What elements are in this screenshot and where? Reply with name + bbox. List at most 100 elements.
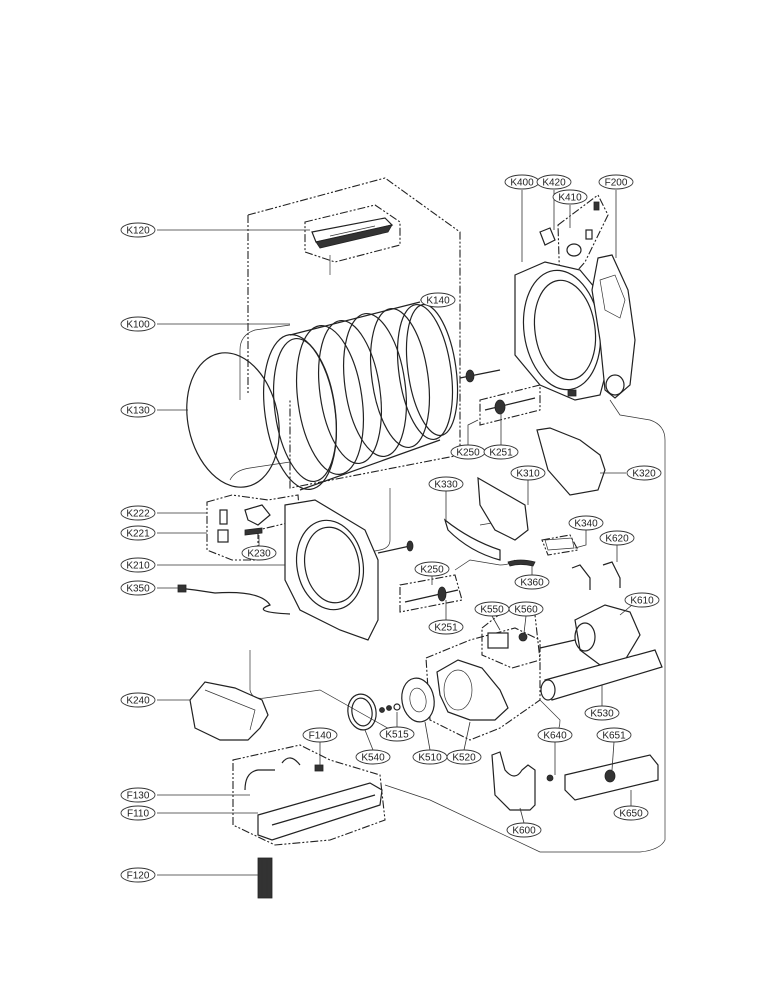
rear-shaft-boundary [479, 384, 541, 426]
callout-oval [506, 822, 542, 838]
callout-k250: K250 [414, 561, 450, 585]
lint-filter-part [477, 476, 529, 541]
callout-label: K550 [480, 605, 504, 616]
blower-washer [386, 705, 392, 711]
callout-label: K240 [126, 696, 150, 707]
exhaust-duct-part [540, 649, 663, 701]
callout-label: K251 [489, 448, 513, 459]
callout-oval [626, 465, 662, 481]
callout-label: K510 [418, 753, 442, 764]
callout-oval [536, 174, 572, 190]
roller-bracket-part [311, 217, 394, 275]
callout-label: K120 [126, 226, 150, 237]
k240-detail [204, 689, 256, 731]
motor-part [539, 604, 641, 666]
callout-k130: K130 [120, 402, 188, 418]
callout-k310: K310 [510, 465, 546, 505]
callout-oval [446, 749, 482, 765]
leader-line [424, 721, 431, 751]
callout-oval [596, 727, 632, 743]
wire-harness-part [177, 587, 291, 615]
callout-oval [552, 189, 588, 205]
lower-shaft-boundary [399, 574, 463, 613]
callout-oval [624, 592, 660, 608]
lamp-parts [217, 504, 271, 543]
callout-k515: K515 [379, 712, 415, 742]
motor-clip-part [571, 561, 621, 590]
blower-nut-part [379, 707, 385, 713]
blower-housing-part [436, 659, 509, 721]
callout-oval [568, 515, 604, 531]
leader-line [519, 807, 525, 824]
callout-oval [420, 292, 456, 308]
callout-label: K221 [126, 529, 150, 540]
routing-line [454, 559, 516, 571]
heater-boundary [232, 744, 386, 846]
callout-label: K560 [514, 605, 538, 616]
callout-f110: F110 [120, 805, 258, 821]
callout-label: K420 [542, 178, 566, 189]
callout-label: F200 [605, 178, 628, 189]
drum-seal-ring [186, 352, 280, 488]
callout-k230: K230 [241, 535, 277, 561]
routing-line [329, 488, 391, 561]
callout-k651: K651 [596, 727, 632, 771]
callout-k221: K221 [120, 525, 207, 541]
bearing-clip-part [539, 227, 556, 246]
routing-line [239, 324, 291, 400]
lamp-boundary [206, 494, 301, 561]
callout-label: K230 [247, 549, 271, 560]
callout-oval [120, 805, 156, 821]
blower-washer-2 [393, 703, 401, 711]
blower-seal-inner [351, 697, 373, 727]
callout-oval [428, 476, 464, 492]
callout-label: K610 [630, 596, 654, 607]
callout-oval [355, 749, 391, 765]
callout-label: K251 [434, 623, 458, 634]
callout-k510: K510 [412, 721, 448, 765]
callout-k100: K100 [120, 316, 290, 332]
callout-k410: K410 [552, 189, 588, 228]
callout-oval [120, 505, 156, 521]
callout-k610: K610 [619, 592, 660, 616]
callout-label: K360 [520, 578, 544, 589]
callout-k120: K120 [120, 222, 310, 238]
routing-line [384, 399, 666, 853]
front-duct-part [591, 254, 636, 399]
callout-label: K400 [510, 178, 534, 189]
callout-k251: K251 [428, 600, 464, 635]
callout-label: K350 [126, 584, 150, 595]
callout-oval [120, 867, 156, 883]
callout-label: K320 [632, 469, 656, 480]
callout-label: K530 [590, 709, 614, 720]
callout-k560: K560 [508, 601, 544, 634]
filter-gasket-part [544, 537, 575, 551]
front-bulkhead-part [284, 499, 414, 641]
callout-label: K130 [126, 406, 150, 417]
callout-k320: K320 [600, 465, 662, 481]
heater-wire-part [244, 757, 301, 791]
blower-wheel-part [401, 677, 435, 723]
blower-seal-part [347, 693, 377, 731]
thermostat-parts [487, 632, 528, 649]
callout-oval [120, 402, 156, 418]
callout-k330: K330 [428, 476, 464, 520]
callout-oval [120, 222, 156, 238]
callout-k210: K210 [120, 557, 285, 573]
callout-label: K640 [543, 731, 567, 742]
callout-label: K520 [452, 753, 476, 764]
callout-k250: K250 [450, 419, 486, 460]
callout-oval [584, 705, 620, 721]
leader-line [574, 530, 587, 549]
callout-oval [379, 726, 415, 742]
leader-line [463, 721, 471, 751]
callout-label: K250 [456, 448, 480, 459]
callout-label: K651 [602, 731, 626, 742]
routing-line [249, 650, 401, 736]
leader-line [619, 604, 633, 616]
callout-label: K222 [126, 509, 150, 520]
callout-k140: K140 [420, 292, 456, 308]
leader-line [364, 729, 374, 751]
routing-line [229, 461, 291, 481]
leader-line [611, 741, 615, 771]
